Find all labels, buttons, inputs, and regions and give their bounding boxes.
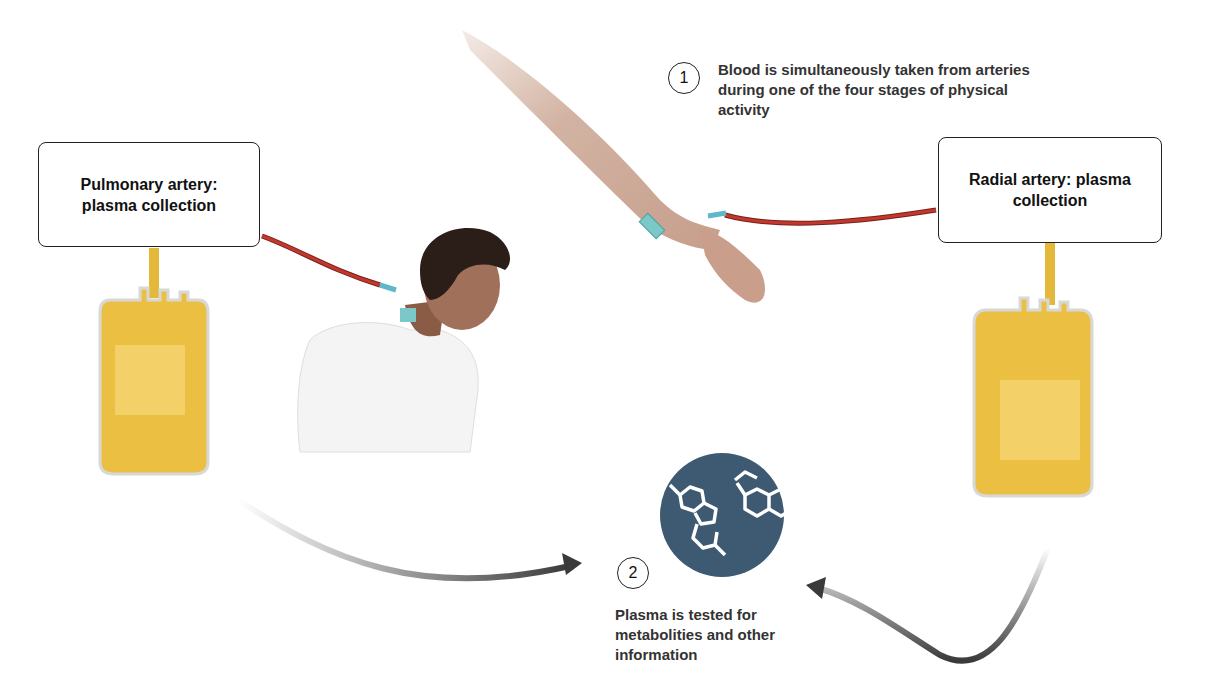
source-box: Radial artery: plasma collection bbox=[938, 137, 1162, 243]
step-text: Blood is simultaneously taken from arter… bbox=[718, 60, 1038, 120]
plasma-bag bbox=[100, 248, 208, 474]
step-text: Plasma is tested for metabolities and ot… bbox=[615, 605, 825, 665]
node-text: 2 bbox=[629, 564, 638, 582]
node-text: 1 bbox=[680, 69, 689, 87]
node-text: Radial artery: plasma collection bbox=[953, 169, 1147, 211]
callout-number: 1 bbox=[668, 62, 700, 94]
node-text: Pulmonary artery: plasma collection bbox=[53, 174, 245, 216]
person bbox=[298, 228, 510, 452]
molecule-icon bbox=[660, 453, 793, 577]
plasma-bag bbox=[974, 243, 1092, 496]
source-box: Pulmonary artery: plasma collection bbox=[38, 142, 260, 247]
callout-number: 2 bbox=[617, 557, 649, 589]
